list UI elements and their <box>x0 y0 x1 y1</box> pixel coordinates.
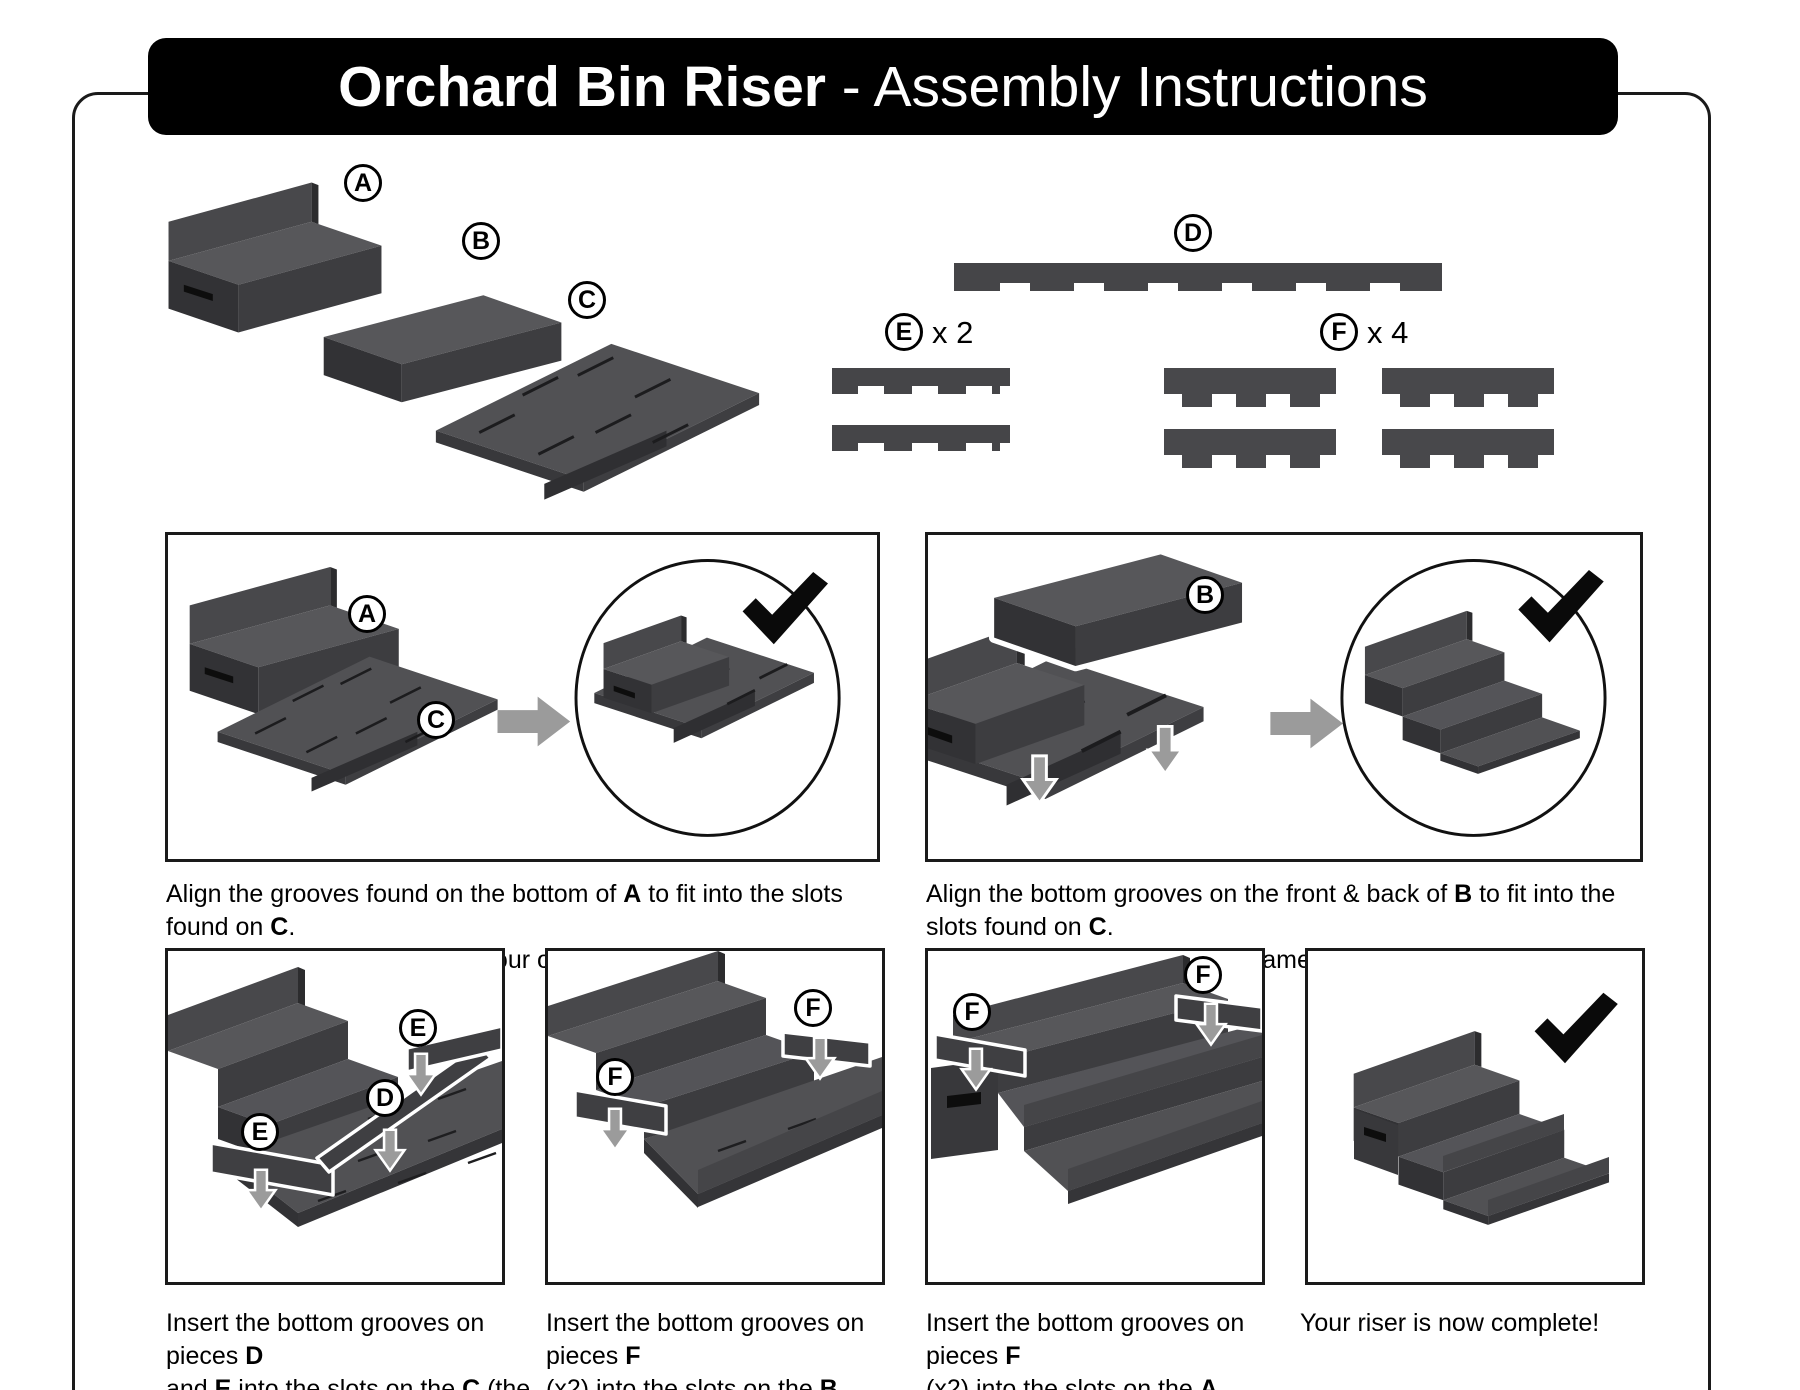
step1-label-c: C <box>417 701 455 739</box>
part-qty-f: x 4 <box>1367 315 1409 350</box>
step3-label-e2: E <box>241 1113 279 1151</box>
piece-e2-illustration <box>832 425 1010 451</box>
step4-caption: Insert the bottom grooves on pieces F(x2… <box>546 1309 865 1390</box>
panel-step-f-into-b <box>545 948 885 1285</box>
piece-c-illustration <box>428 334 768 541</box>
part-label-f: F <box>1320 313 1358 351</box>
step4-label-f2: F <box>794 989 832 1027</box>
step5-illustration <box>931 955 1262 1204</box>
piece-f2-illustration <box>1382 368 1554 407</box>
step6-illustration <box>1353 992 1618 1225</box>
title-banner: Orchard Bin Riser - Assembly Instruction… <box>148 38 1618 135</box>
step5-label-f1: F <box>953 993 991 1031</box>
piece-f3-illustration <box>1164 429 1336 468</box>
panel-step-d-e-into-base <box>165 948 505 1285</box>
panel-riser-complete <box>1305 948 1645 1285</box>
step4-label-f1: F <box>596 1058 634 1096</box>
page-title-suffix: - Assembly Instructions <box>825 54 1428 119</box>
part-label-e: E <box>885 313 923 351</box>
step4-illustration <box>548 951 882 1208</box>
page-title: Orchard Bin Riser - Assembly Instruction… <box>338 54 1428 120</box>
part-label-b: B <box>462 222 500 260</box>
part-label-c: C <box>568 281 606 319</box>
step1-illustration <box>189 559 841 837</box>
step1-label-a: A <box>348 595 386 633</box>
page-title-product: Orchard Bin Riser <box>338 54 826 119</box>
step3-label-d: D <box>366 1079 404 1117</box>
piece-f1-illustration <box>1164 368 1336 407</box>
step5-label-f2: F <box>1184 956 1222 994</box>
step3-illustration <box>168 967 502 1227</box>
step6-caption: Your riser is now complete! <box>1300 1309 1600 1337</box>
step2-illustration <box>928 535 1607 837</box>
panel-step-b-onto-c <box>925 532 1643 862</box>
piece-f4-illustration <box>1382 429 1554 468</box>
piece-d-illustration <box>954 263 1442 291</box>
piece-e1-illustration <box>832 368 1010 394</box>
step3-label-e1: E <box>399 1009 437 1047</box>
step2-label-b: B <box>1186 576 1224 614</box>
panel-step-f-into-a <box>925 948 1265 1285</box>
part-label-a: A <box>344 164 382 202</box>
step5-caption: Insert the bottom grooves on pieces F(x2… <box>926 1309 1245 1390</box>
part-label-d: D <box>1174 214 1212 252</box>
panel-step-a-onto-c <box>165 532 880 862</box>
part-qty-e: x 2 <box>932 315 974 350</box>
